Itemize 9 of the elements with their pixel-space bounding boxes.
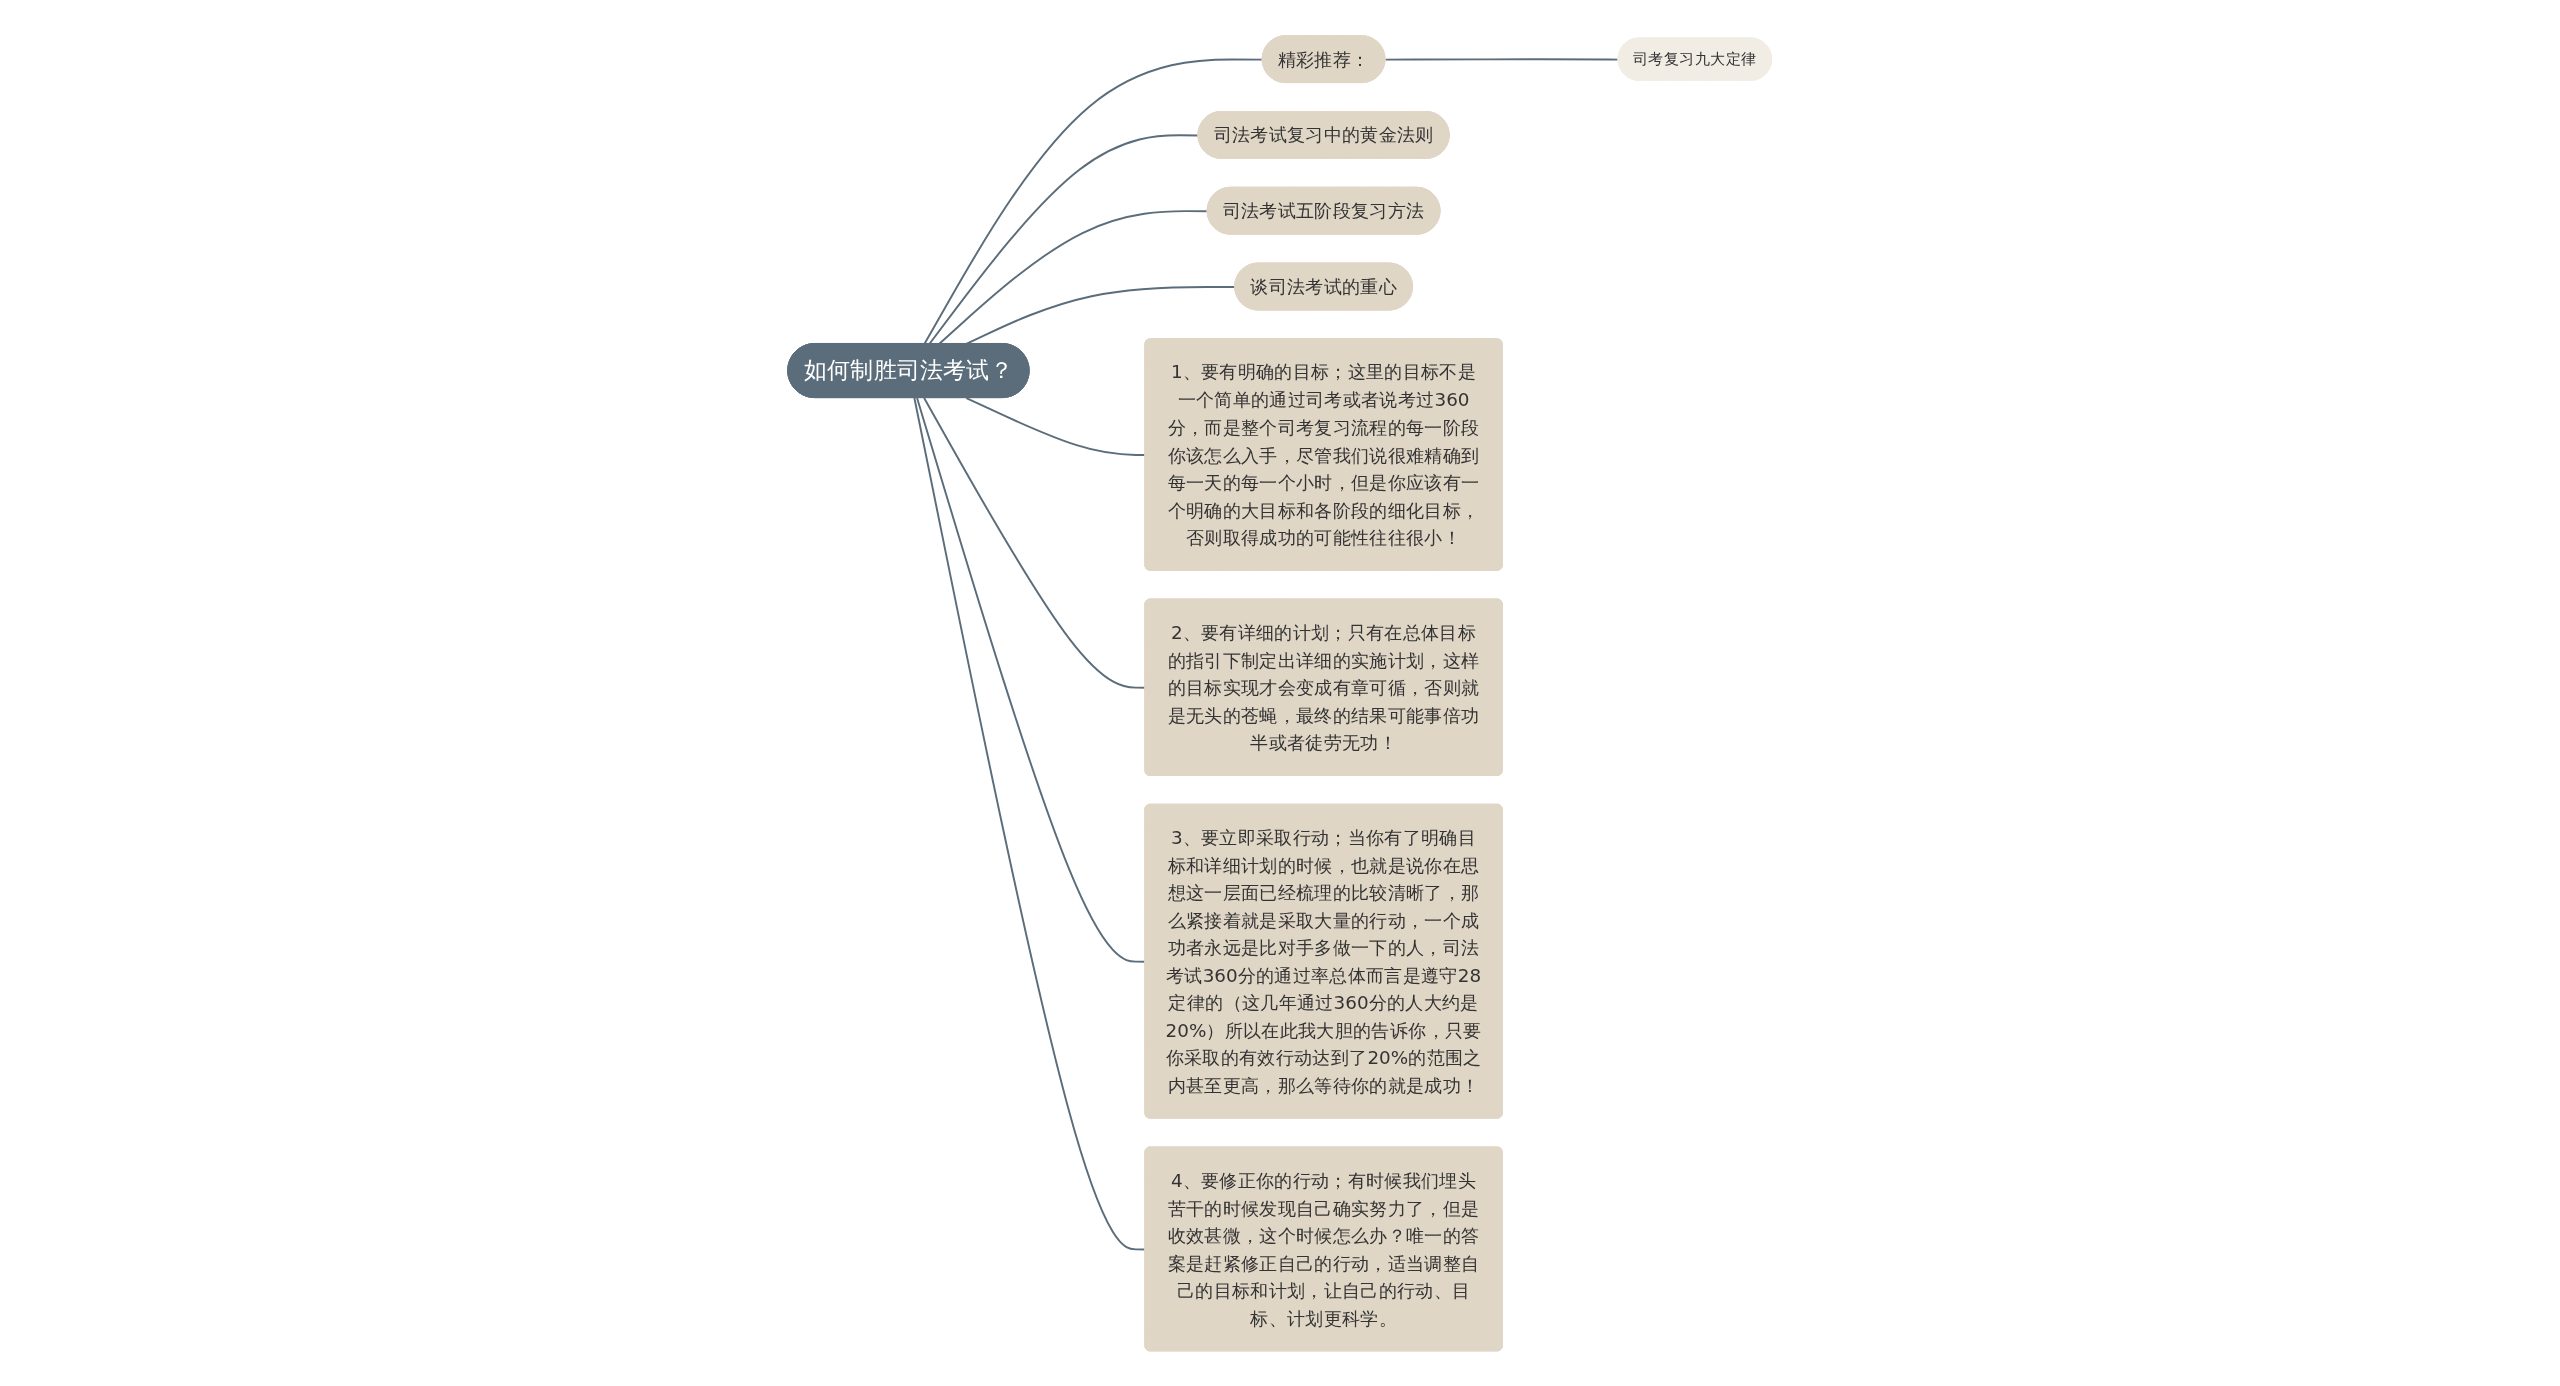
connector xyxy=(1384,58,1620,61)
connector xyxy=(923,396,1147,689)
connector xyxy=(923,58,1264,345)
connector xyxy=(913,396,1147,1251)
connector xyxy=(938,209,1209,345)
connector xyxy=(965,285,1237,345)
connector xyxy=(928,134,1200,345)
connector xyxy=(916,396,1147,963)
connector xyxy=(965,396,1147,456)
